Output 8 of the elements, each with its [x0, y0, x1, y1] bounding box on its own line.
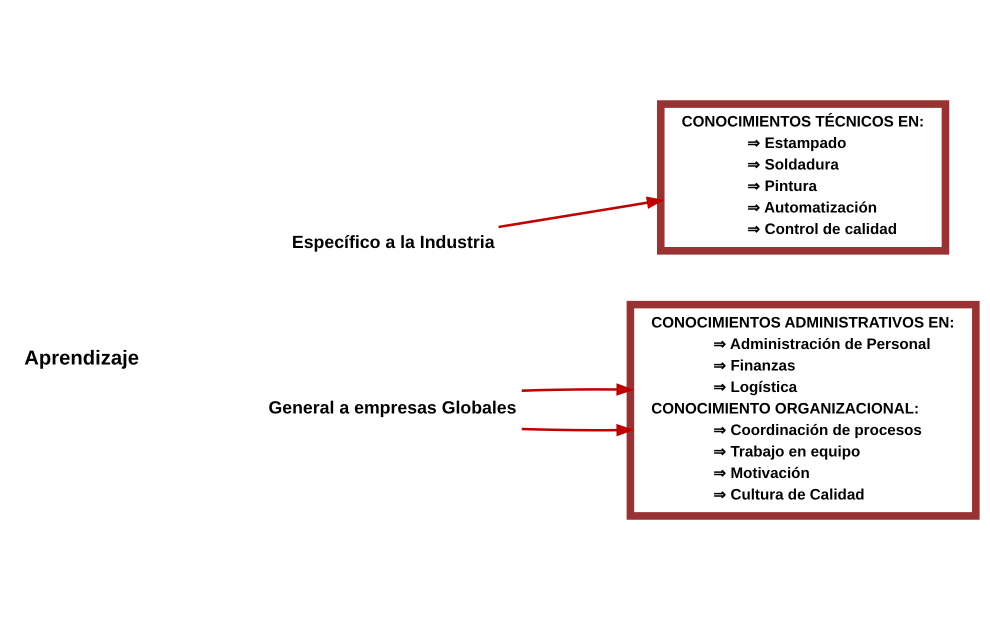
arrow	[522, 423, 634, 436]
node-box: CONOCIMIENTOS ADMINISTRATIVOS EN: ⇒ Administración de Personal ⇒ Finanzas ⇒ Logística CONOCIMIENTO ORGANIZACIONAL: ⇒ Coordinación de procesos ⇒ Trabajo en equipo ⇒ Motivación ⇒ Cultura de Calidad	[626, 300, 980, 520]
node-text: Específico a la Industria	[292, 231, 495, 252]
node-text: Aprendizaje	[24, 346, 139, 369]
arrow	[522, 382, 634, 396]
node-text: General a empresas Globales	[268, 397, 516, 418]
arrow	[498, 196, 664, 228]
node-box: CONOCIMIENTOS TÉCNICOS EN: ⇒ Estampado ⇒ Soldadura ⇒ Pintura ⇒ Automatización ⇒ Control de calidad	[656, 100, 950, 254]
